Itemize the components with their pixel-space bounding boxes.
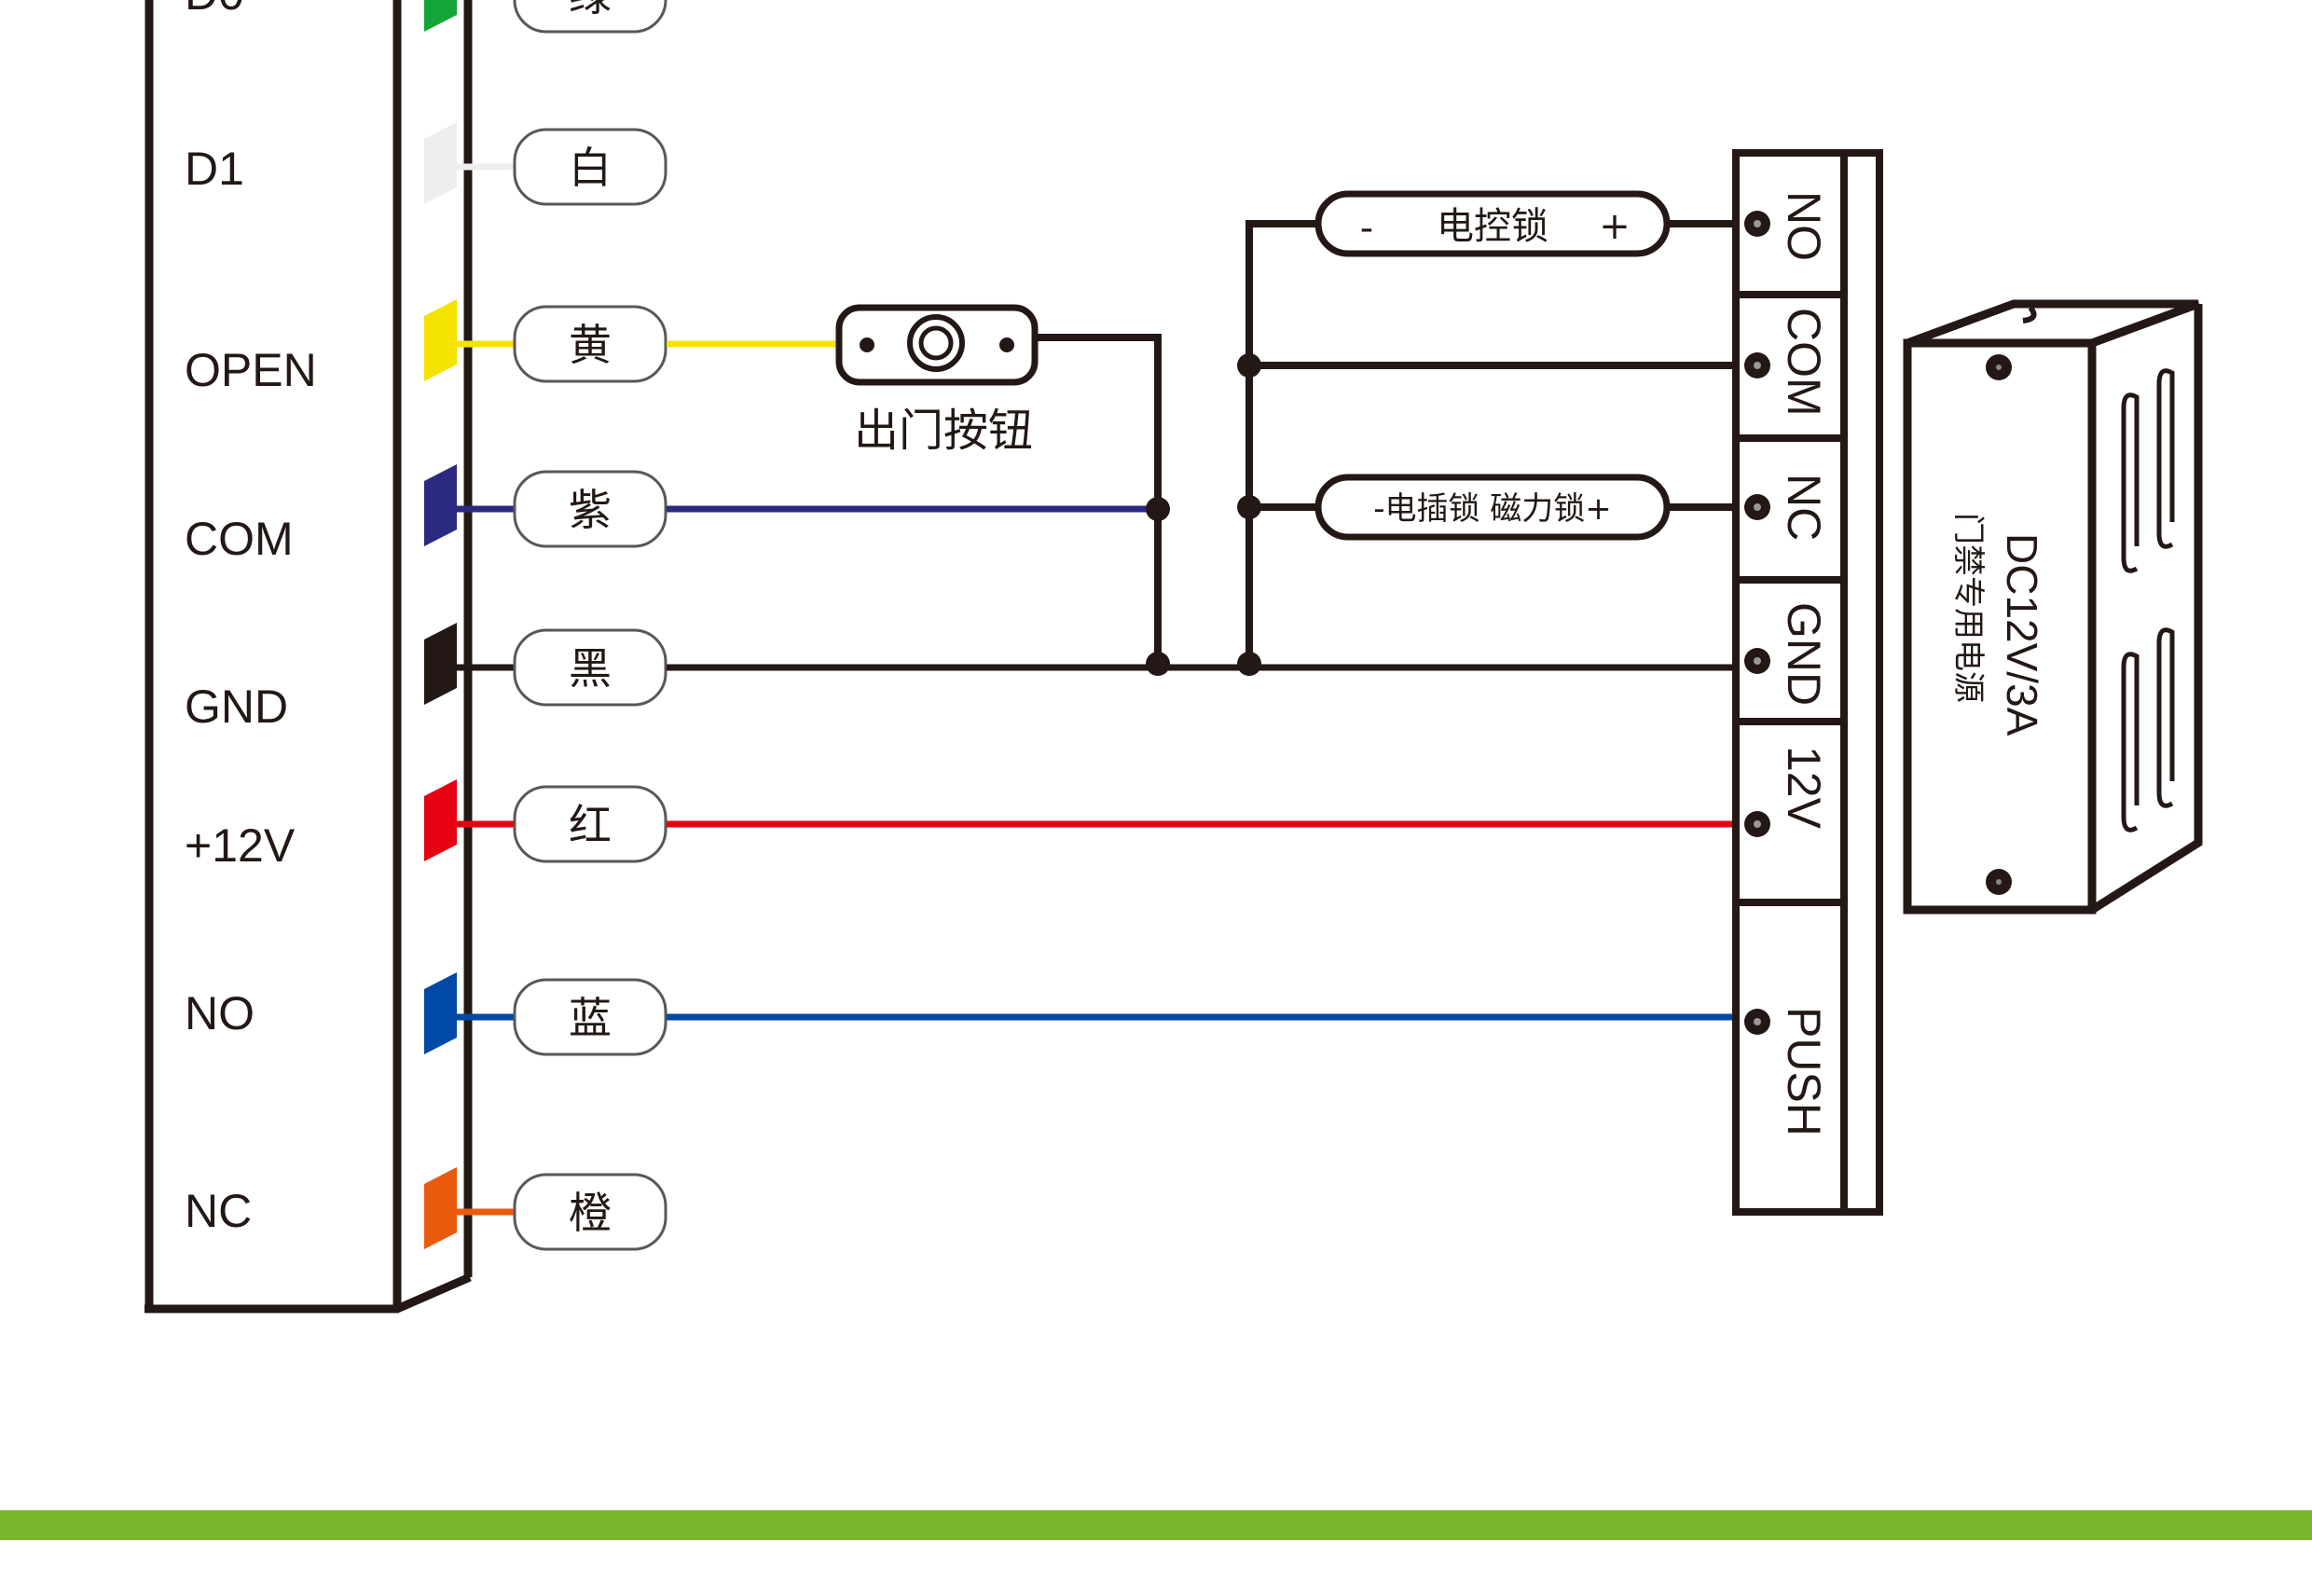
power-terminal-com: COM	[1744, 308, 1830, 417]
wire-color-label: 蓝	[569, 993, 612, 1043]
terminal-label-d1: D1	[185, 143, 244, 195]
power-terminal-label: COM	[1778, 308, 1830, 417]
wire-color-pill	[513, 128, 667, 206]
exit-button-label: 出门按钮	[854, 405, 1033, 457]
wires	[667, 340, 1736, 1021]
wire-color-label: 紫	[569, 485, 612, 535]
wire-color-label: 红	[569, 800, 612, 850]
power-supply-box	[1903, 299, 2203, 915]
wire-tag-nc: 橙	[424, 1167, 667, 1251]
power-terminal-label: GND	[1778, 602, 1830, 706]
wire-color-pill	[513, 470, 667, 548]
terminal-label-gnd: GND	[185, 681, 288, 733]
terminal-label-com: COM	[185, 513, 294, 565]
wire-tags: 绿白黄紫黑红蓝橙	[424, 0, 667, 1251]
exit-button-wire	[1035, 334, 1162, 667]
wire-color-pill	[513, 305, 667, 383]
power-terminal-label: 12V	[1778, 746, 1830, 830]
electric-lock-plus: +	[1599, 205, 1631, 248]
power-supply-screws	[1986, 354, 2012, 895]
terminal-label-12v: +12V	[185, 819, 296, 872]
wire-tag-open: 黄	[424, 299, 667, 383]
accent-stripe	[0, 1510, 2312, 1540]
wire-tag-gnd: 黑	[424, 623, 667, 707]
junction-dots	[1146, 353, 1261, 676]
wire-tag-d0: 绿	[424, 0, 667, 34]
electric-lock-minus: -	[1360, 207, 1373, 250]
terminal-label-no: NO	[185, 987, 255, 1039]
terminal-label-open: OPEN	[185, 344, 317, 396]
power-terminal-12v: 12V	[1744, 746, 1830, 837]
electric-lock-label: 电控锁	[1437, 205, 1548, 248]
power-terminal-label: PUSH	[1778, 1007, 1830, 1136]
terminal-label-nc: NC	[185, 1185, 252, 1237]
controller-box	[144, 0, 473, 1314]
controller-labels: D0 D1 OPEN COM GND +12V NO NC	[185, 0, 317, 1237]
power-terminal-nc: NC	[1744, 474, 1830, 541]
wire-color-pill	[513, 628, 667, 707]
wire-tag-no: 蓝	[424, 972, 667, 1056]
power-terminal-label: NC	[1778, 474, 1830, 541]
wire-color-pill	[513, 785, 667, 863]
wire-color-pill	[513, 0, 667, 34]
wire-color-label: 橙	[569, 1188, 612, 1238]
wire-tag-12v: 红	[424, 779, 667, 863]
wire-color-label: 白	[569, 143, 612, 193]
wire-color-label: 绿	[569, 0, 612, 21]
wire-tag-com: 紫	[424, 464, 667, 548]
wire-color-label: 黄	[569, 320, 612, 370]
power-terminal-labels: NO COM NC GND 12V PUSH	[1744, 191, 1830, 1136]
bolt-magnetic-lock-label: -电插锁 磁力锁+	[1373, 490, 1612, 528]
lock-bus	[1245, 220, 1736, 667]
power-terminal-label: NO	[1778, 191, 1830, 261]
power-supply-rating: DC12V/3A	[1998, 533, 2046, 736]
power-terminal-push: PUSH	[1744, 1007, 1830, 1136]
power-terminal-no: NO	[1744, 191, 1830, 261]
power-terminal-gnd: GND	[1744, 602, 1830, 706]
bolt-magnetic-lock: -电插锁 磁力锁+	[1314, 474, 1671, 541]
wire-color-pill	[513, 978, 667, 1056]
wire-color-label: 黑	[569, 643, 612, 694]
exit-button-symbol: 出门按钮	[835, 304, 1039, 457]
power-supply-name: 门禁专用电源	[1949, 513, 1987, 703]
terminal-label-d0: D0	[185, 0, 244, 20]
wire-color-pill	[513, 1173, 667, 1251]
electric-lock: - 电控锁 +	[1314, 190, 1671, 257]
power-terminal-block	[1732, 149, 1883, 1216]
wire-tag-d1: 白	[424, 122, 667, 206]
